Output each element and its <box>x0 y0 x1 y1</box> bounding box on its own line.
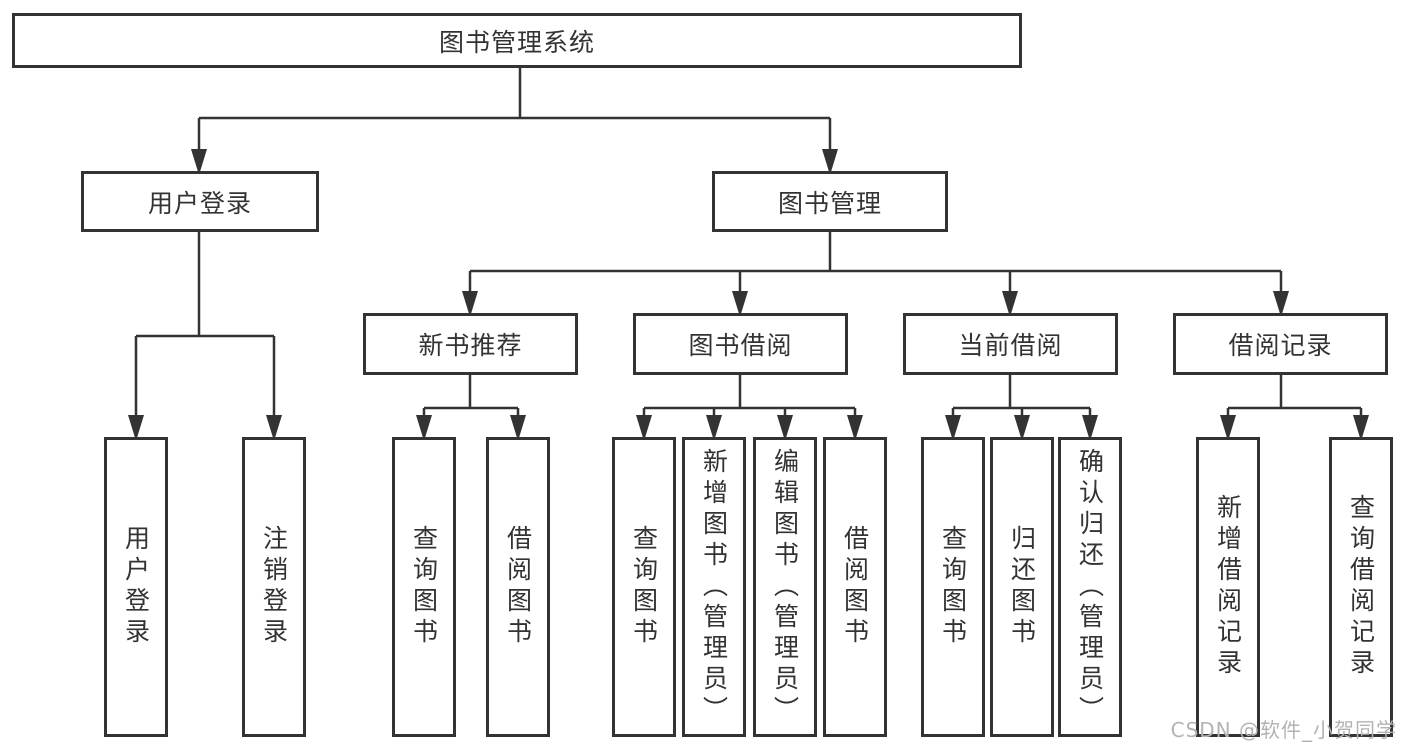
arrowheads <box>128 149 1369 441</box>
leaf-query-books-borrow: 查询图书 <box>612 437 676 737</box>
leaf-logout: 注销登录 <box>242 437 306 737</box>
leaf-add-borrow-record: 新增借阅记录 <box>1196 437 1260 737</box>
csdn-watermark: CSDN @软件_小贺同学 <box>1170 718 1397 742</box>
leaf-return-books: 归还图书 <box>990 437 1054 737</box>
node-current-borrow: 当前借阅 <box>903 313 1118 375</box>
node-book-management: 图书管理 <box>712 171 948 232</box>
node-new-book-recommend: 新书推荐 <box>363 313 578 375</box>
node-borrow-records: 借阅记录 <box>1173 313 1388 375</box>
leaf-query-books-current: 查询图书 <box>921 437 985 737</box>
leaf-edit-books-admin: 编辑图书（管理员） <box>753 437 817 737</box>
connector-paths <box>134 68 1363 418</box>
node-user-login: 用户登录 <box>81 171 319 232</box>
leaf-confirm-return-admin: 确认归还（管理员） <box>1058 437 1122 737</box>
leaf-user-login: 用户登录 <box>104 437 168 737</box>
leaf-borrow-books-recommend: 借阅图书 <box>486 437 550 737</box>
leaf-query-borrow-record: 查询借阅记录 <box>1329 437 1393 737</box>
leaf-add-books-admin: 新增图书（管理员） <box>682 437 746 737</box>
node-book-borrow: 图书借阅 <box>633 313 848 375</box>
leaf-borrow-books: 借阅图书 <box>823 437 887 737</box>
node-root-system: 图书管理系统 <box>12 13 1022 68</box>
leaf-query-books-recommend: 查询图书 <box>392 437 456 737</box>
